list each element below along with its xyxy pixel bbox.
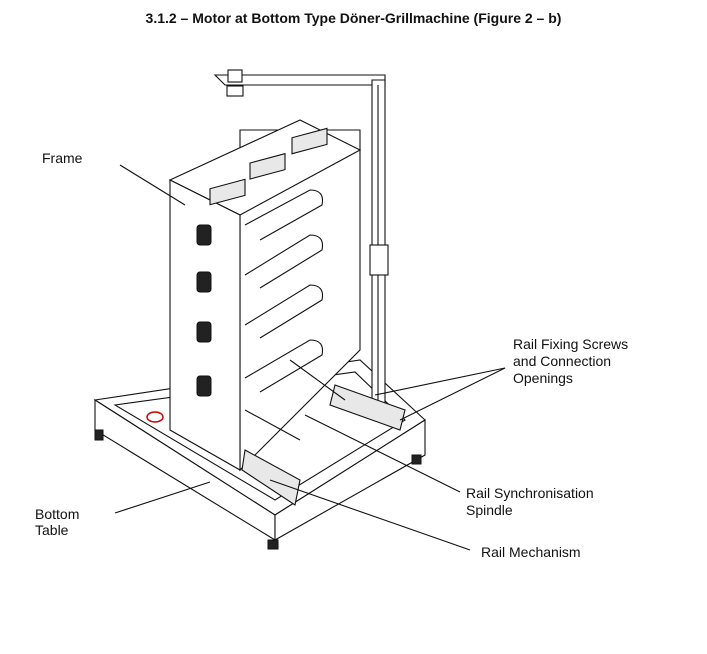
support-pole-drawing [213,69,389,411]
label-rail-sync-line2: Spindle [466,502,513,518]
label-rail-fixing-line2: and Connection [513,353,612,369]
label-rail-mechanism: Rail Mechanism [481,544,581,560]
label-rail-fixing-line3: Openings [513,370,573,386]
figure-title: 3.1.2 – Motor at Bottom Type Döner-Grill… [145,10,562,26]
label-bottom-table-line1: Bottom [35,506,80,522]
frame-drawing [168,119,406,506]
label-frame: Frame [42,150,83,166]
label-rail-fixing-line1: Rail Fixing Screws [513,336,629,352]
label-bottom-table-line2: Table [35,522,69,538]
label-rail-sync-line1: Rail Synchronisation [466,485,594,501]
leader-lines [114,164,506,551]
